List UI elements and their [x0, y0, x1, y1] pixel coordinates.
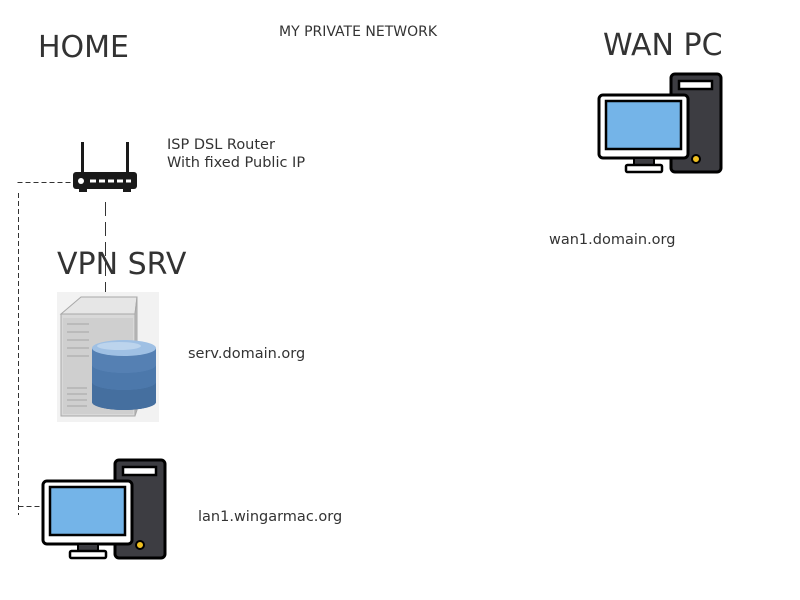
router-label: ISP DSL Router With fixed Public IP	[167, 136, 305, 172]
router-label-line1: ISP DSL Router	[167, 137, 275, 153]
wan-computer-hostname: wan1.domain.org	[549, 232, 676, 248]
zone-label-wan-pc: WAN PC	[603, 28, 723, 63]
lan-computer-hostname: lan1.wingarmac.org	[198, 509, 343, 525]
diagram-title: MY PRIVATE NETWORK	[279, 24, 438, 40]
router-icon	[73, 142, 137, 192]
database-server-icon	[57, 292, 159, 422]
desktop-computer-icon	[41, 458, 167, 560]
zone-label-vpn-srv: VPN SRV	[57, 247, 187, 282]
server-hostname: serv.domain.org	[188, 346, 306, 362]
desktop-computer-icon	[597, 72, 723, 174]
router-label-line2: With fixed Public IP	[167, 155, 306, 171]
zone-label-home: HOME	[38, 30, 130, 65]
